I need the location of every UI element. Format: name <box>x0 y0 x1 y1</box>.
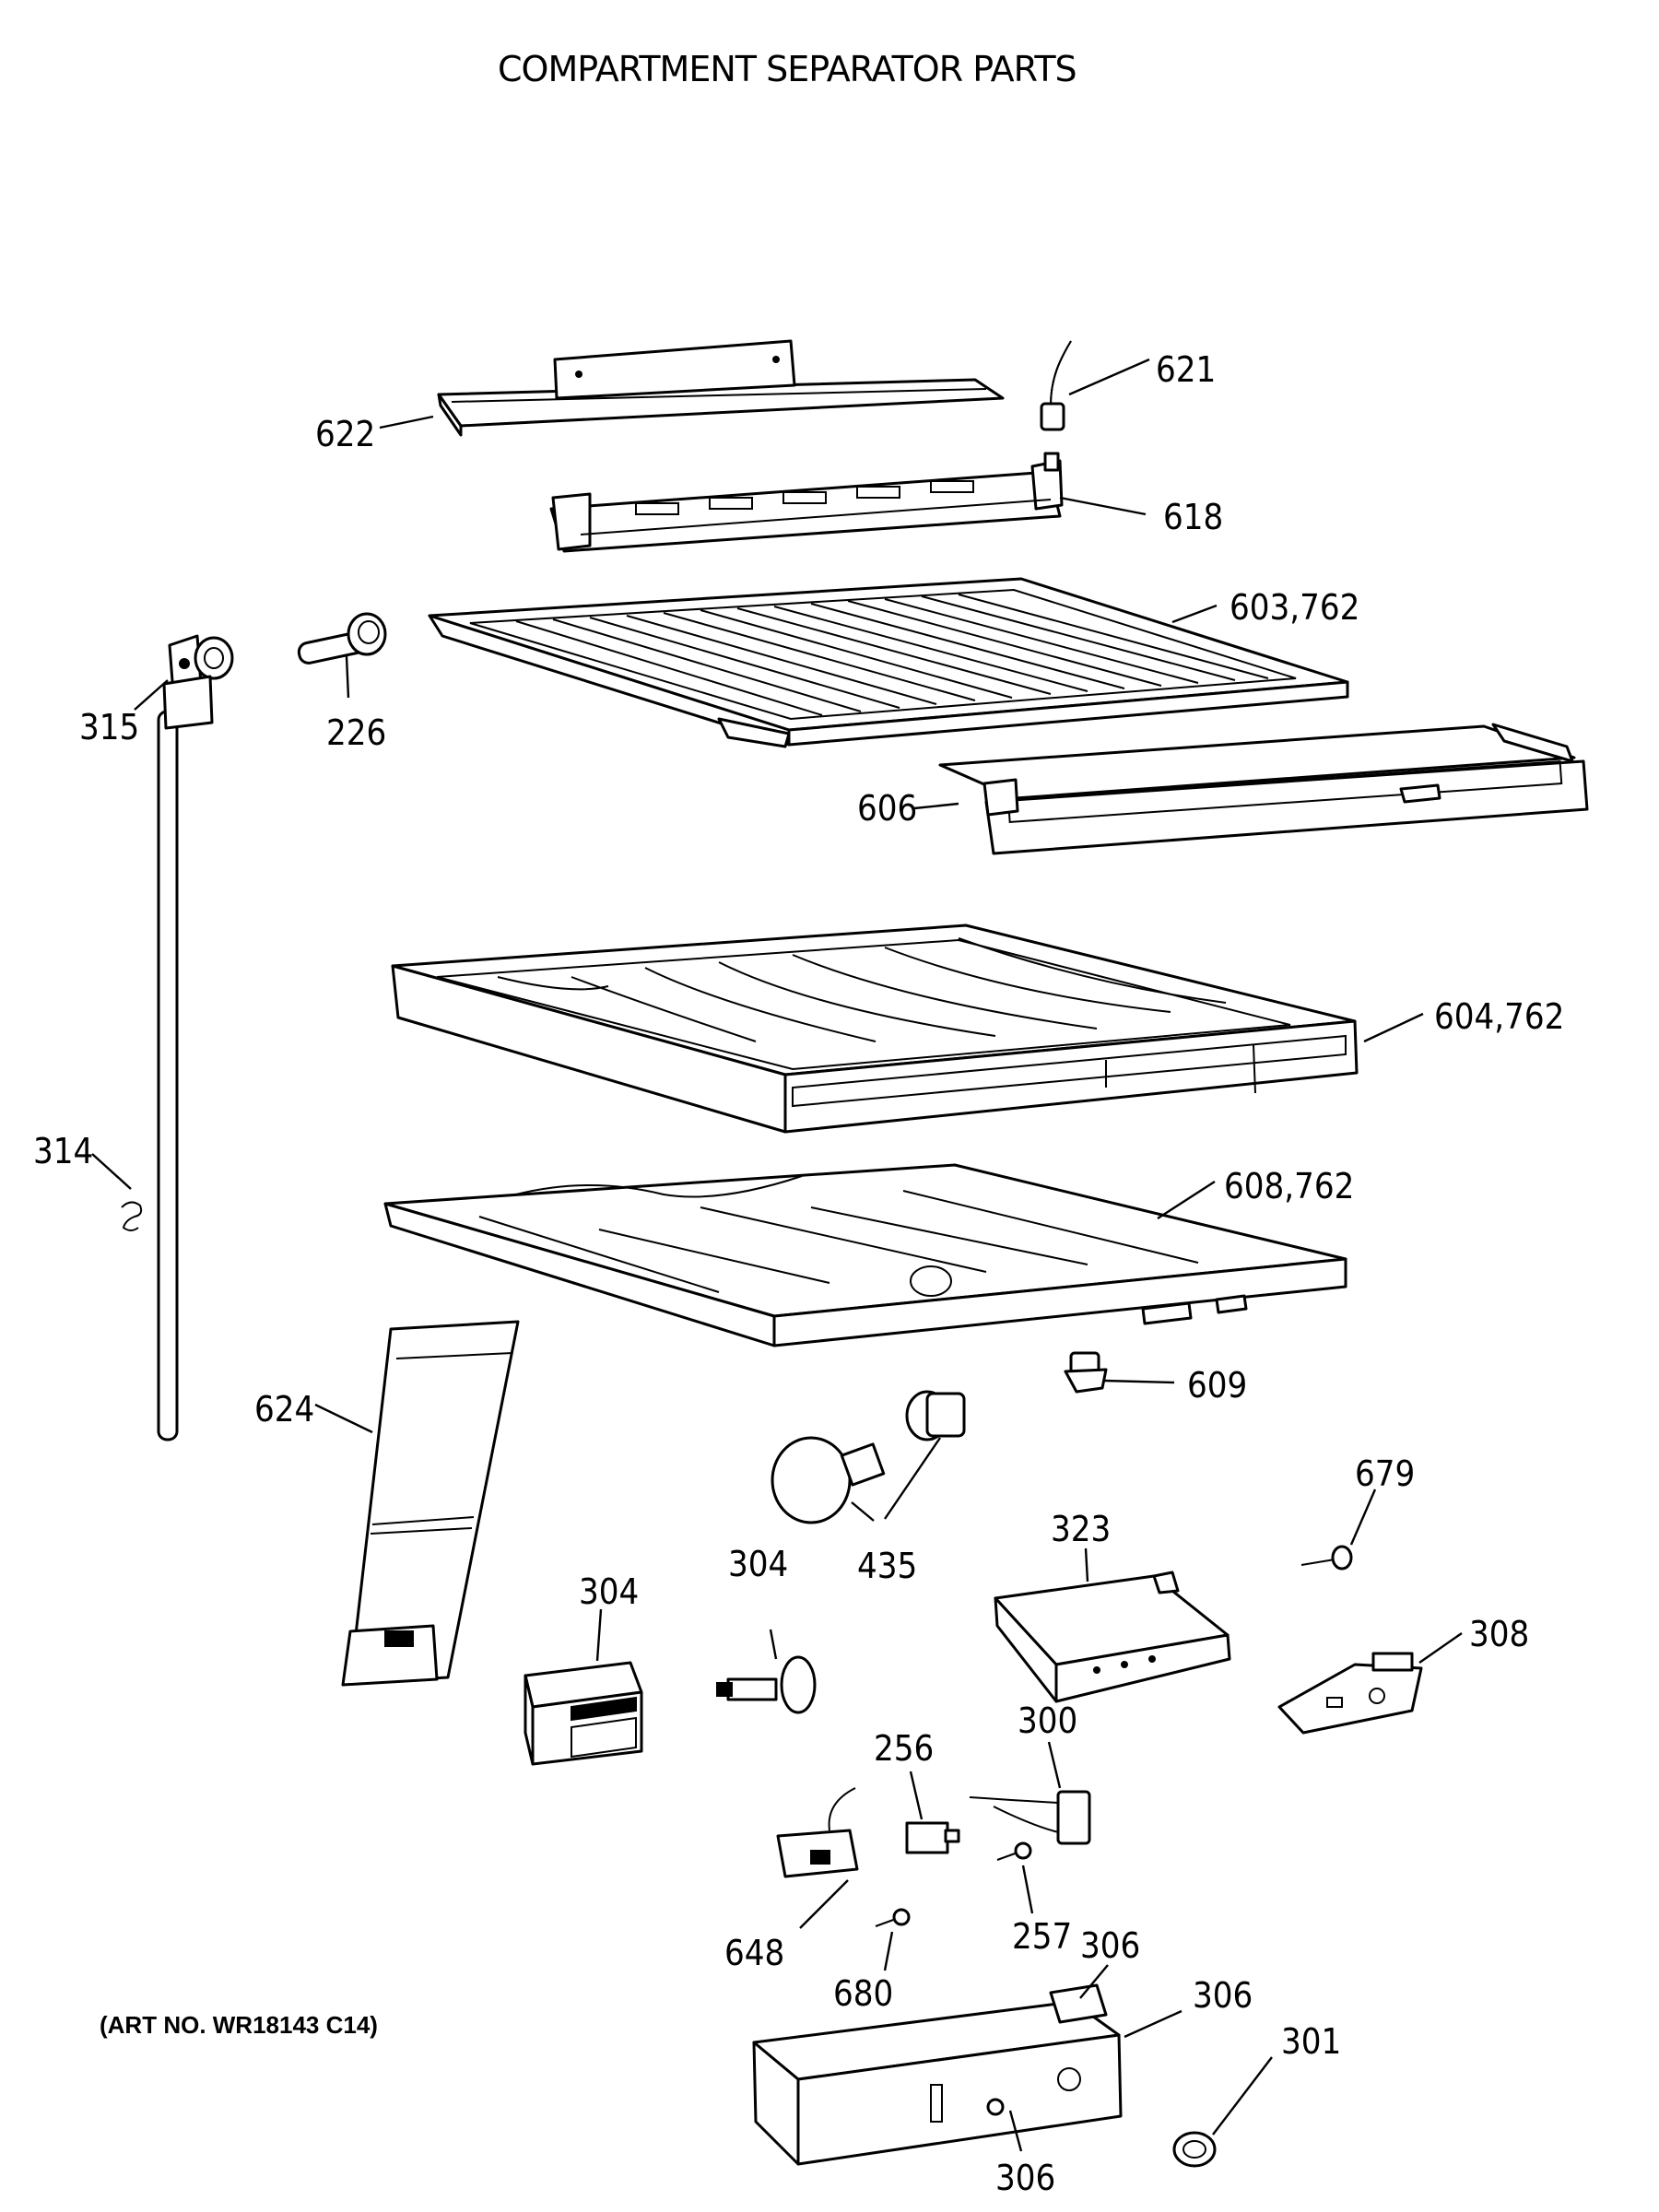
part-256-switch <box>905 1821 960 1854</box>
callout-256: 256 <box>874 1728 934 1769</box>
part-304-housing <box>524 1661 643 1766</box>
callout-608-762: 608,762 <box>1224 1166 1354 1206</box>
callout-306-bottom: 306 <box>995 2158 1055 2198</box>
part-606-drawer-front <box>938 723 1589 855</box>
callout-314: 314 <box>33 1131 93 1171</box>
part-624-panel <box>341 1320 520 1687</box>
callout-304-housing: 304 <box>579 1571 639 1612</box>
callout-624: 624 <box>254 1389 314 1430</box>
part-618-rail <box>549 452 1064 553</box>
callout-680: 680 <box>833 1973 893 2014</box>
part-435-bulb-and-socket <box>771 1390 966 1524</box>
callout-606: 606 <box>857 788 917 829</box>
part-679-screw <box>1300 1545 1353 1571</box>
part-306-bracket <box>752 1983 1123 2166</box>
callout-226: 226 <box>326 712 386 753</box>
part-603-shelf <box>428 577 1349 748</box>
part-315-hinge-and-rod <box>157 634 234 1441</box>
diagram-title: COMPARTMENT SEPARATOR PARTS <box>498 49 1077 89</box>
callout-301: 301 <box>1281 2021 1341 2062</box>
part-608-shelf <box>383 1163 1347 1347</box>
callout-306-top: 306 <box>1080 1925 1140 1966</box>
part-621-wire <box>1040 340 1072 431</box>
callout-306-right: 306 <box>1193 1975 1253 2016</box>
callout-621: 621 <box>1156 349 1216 390</box>
art-number: (ART NO. WR18143 C14) <box>100 2011 378 2039</box>
part-257-screw <box>996 1841 1032 1861</box>
leader-lines <box>91 358 1463 2152</box>
part-314-clip <box>121 1201 143 1231</box>
callout-300: 300 <box>1018 1700 1077 1741</box>
callout-257: 257 <box>1012 1916 1072 1957</box>
part-323-bracket <box>994 1571 1231 1703</box>
part-604-shelf <box>391 924 1359 1134</box>
callout-679: 679 <box>1355 1453 1415 1494</box>
part-226-bushing <box>297 612 387 665</box>
callout-323: 323 <box>1051 1509 1111 1549</box>
part-300-switch <box>969 1790 1091 1845</box>
callout-618: 618 <box>1163 497 1223 537</box>
part-308-plate <box>1277 1652 1423 1735</box>
part-609-clip <box>1064 1351 1108 1394</box>
callout-304-knob: 304 <box>728 1544 788 1584</box>
part-301-knob <box>1172 2131 1217 2168</box>
callout-648: 648 <box>724 1933 784 1973</box>
callout-435: 435 <box>857 1546 917 1586</box>
callout-603-762: 603,762 <box>1230 587 1359 628</box>
part-648-timer <box>776 1787 859 1878</box>
part-622-cover <box>437 339 1005 437</box>
callout-622: 622 <box>315 414 375 454</box>
part-304-knob <box>716 1655 817 1714</box>
callout-604-762: 604,762 <box>1434 996 1564 1037</box>
callout-315: 315 <box>79 707 139 747</box>
callout-308: 308 <box>1469 1614 1529 1654</box>
callout-609: 609 <box>1187 1365 1247 1406</box>
part-680-screw <box>875 1908 911 1927</box>
